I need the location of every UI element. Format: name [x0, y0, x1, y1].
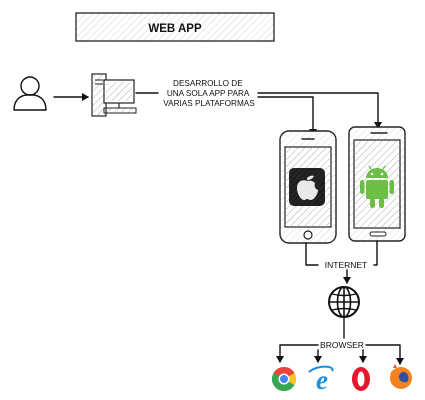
internet-label: INTERNET	[325, 260, 368, 270]
apple-logo-icon	[289, 168, 325, 206]
globe-icon	[328, 286, 360, 318]
connector-label-to-phones	[257, 92, 382, 136]
dev-label-line-2: UNA SOLA APP PARA	[167, 89, 250, 98]
opera-icon	[352, 367, 370, 391]
firefox-icon	[390, 364, 412, 389]
svg-text:e: e	[316, 365, 328, 395]
user-icon	[13, 76, 47, 111]
dev-label-line-1: DESARROLLO DE	[173, 79, 243, 88]
browser-label: BROWSER	[320, 340, 364, 350]
desktop-computer-icon	[91, 73, 137, 117]
android-phone-icon	[348, 126, 406, 242]
title-box: WEB APP	[75, 12, 275, 42]
internet-explorer-icon: e	[308, 365, 334, 395]
chrome-icon	[271, 366, 297, 392]
dev-label: DESARROLLO DE UNA SOLA APP PARA VARIAS P…	[163, 79, 255, 108]
diagram-title: WEB APP	[148, 23, 202, 35]
android-logo-icon	[360, 165, 394, 208]
dev-label-line-3: VARIAS PLATAFORMAS	[163, 99, 255, 108]
connector-phones-to-internet	[305, 240, 378, 284]
connector-browser-to-icons	[276, 344, 404, 365]
